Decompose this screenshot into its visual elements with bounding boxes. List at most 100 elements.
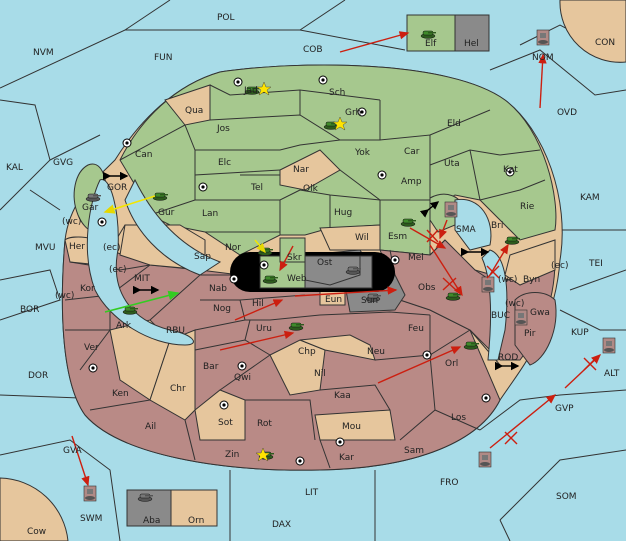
- svg-text:Eun: Eun: [325, 295, 342, 305]
- svg-text:Nar: Nar: [293, 165, 309, 175]
- svg-text:Sot: Sot: [218, 418, 233, 428]
- svg-text:Ost: Ost: [317, 258, 333, 268]
- label-kup: KUP: [571, 328, 589, 338]
- svg-text:Gar: Gar: [82, 203, 98, 213]
- label-gva: GVA: [63, 446, 83, 456]
- svg-text:Elc: Elc: [218, 158, 231, 168]
- label-rbu: RBU: [166, 326, 185, 336]
- svg-text:Nog: Nog: [213, 304, 231, 314]
- province-labels: Elf Hel Jad Sch Qua Grh Jos Eld Can Yok …: [69, 39, 550, 526]
- inlet-west: [124, 178, 222, 276]
- label-swm: SWM: [80, 514, 102, 524]
- label-dor: DOR: [28, 371, 48, 381]
- svg-text:Orl: Orl: [445, 359, 458, 369]
- svg-text:Ver: Ver: [84, 343, 99, 353]
- svg-text:Grh: Grh: [345, 108, 361, 118]
- svg-text:Kaa: Kaa: [334, 391, 351, 401]
- svg-text:Skr: Skr: [287, 253, 302, 263]
- svg-text:(wc): (wc): [55, 291, 74, 301]
- label-mit: MIT: [134, 274, 150, 284]
- svg-text:Gur: Gur: [158, 208, 175, 218]
- label-mvu: MVU: [35, 243, 56, 253]
- units: [83, 29, 616, 502]
- svg-text:Los: Los: [451, 413, 466, 423]
- svg-text:Uta: Uta: [444, 159, 460, 169]
- svg-text:Kat: Kat: [503, 165, 518, 175]
- svg-text:Neu: Neu: [367, 347, 385, 357]
- label-tei: TEI: [588, 259, 603, 269]
- svg-text:Mou: Mou: [342, 422, 361, 432]
- svg-text:Kar: Kar: [339, 453, 354, 463]
- svg-text:Feu: Feu: [408, 324, 424, 334]
- label-dax: DAX: [272, 520, 291, 530]
- svg-text:Olk: Olk: [303, 184, 319, 194]
- svg-text:(ec): (ec): [551, 261, 569, 271]
- svg-text:Orn: Orn: [188, 516, 204, 526]
- svg-text:Sap: Sap: [194, 252, 211, 262]
- orders: [71, 31, 602, 487]
- label-gor: GOR: [107, 183, 127, 193]
- svg-text:Sch: Sch: [329, 88, 345, 98]
- svg-text:Hil: Hil: [252, 299, 264, 309]
- hel-box[interactable]: [454, 14, 490, 52]
- corner-land-cow: [0, 477, 69, 541]
- svg-text:(wc): (wc): [505, 299, 524, 309]
- coast-tags: (wc) (ec) (ec) (wc) (wc) (ec) (wc): [55, 217, 569, 309]
- svg-text:Hel: Hel: [464, 39, 479, 49]
- order-yellow-2: [254, 239, 266, 254]
- label-som: SOM: [556, 492, 577, 502]
- svg-text:Ark: Ark: [116, 321, 132, 331]
- svg-text:Tel: Tel: [250, 183, 263, 193]
- svg-text:Amp: Amp: [401, 177, 422, 187]
- label-gvg: GVG: [53, 158, 73, 168]
- label-fun: FUN: [154, 53, 173, 63]
- svg-text:Nor: Nor: [225, 243, 241, 253]
- svg-text:Bar: Bar: [203, 362, 219, 372]
- svg-text:Obs: Obs: [418, 283, 436, 293]
- label-alt: ALT: [604, 369, 620, 379]
- label-fro: FRO: [440, 478, 459, 488]
- order-yellow: [103, 195, 156, 214]
- svg-text:Eld: Eld: [447, 119, 461, 129]
- label-lit: LIT: [305, 488, 319, 498]
- orn-box[interactable]: [170, 489, 218, 527]
- label-nvm: NVM: [33, 48, 54, 58]
- label-kal: KAL: [6, 163, 23, 173]
- svg-text:Kor: Kor: [80, 284, 95, 294]
- svg-text:(wc): (wc): [62, 217, 81, 227]
- svg-text:Nil: Nil: [314, 369, 326, 379]
- svg-text:Can: Can: [135, 150, 153, 160]
- svg-text:(wc): (wc): [498, 275, 517, 285]
- svg-text:Jos: Jos: [216, 124, 230, 134]
- svg-text:(ec): (ec): [103, 243, 121, 253]
- svg-text:Sam: Sam: [404, 446, 424, 456]
- label-rod: ROD: [498, 353, 518, 363]
- svg-text:Chp: Chp: [298, 347, 316, 357]
- sea-labels: POL NVM FUN COB NOM OVD CON KAL GVG GOR …: [6, 13, 620, 537]
- svg-text:Nab: Nab: [209, 284, 227, 294]
- label-kam: KAM: [580, 193, 600, 203]
- label-ovd: OVD: [557, 108, 577, 118]
- svg-text:Wil: Wil: [355, 233, 369, 243]
- svg-text:(ec): (ec): [109, 265, 127, 275]
- region-north[interactable]: [119, 64, 557, 256]
- svg-text:Aba: Aba: [143, 516, 160, 526]
- connectors: [103, 171, 520, 371]
- svg-text:Rie: Rie: [520, 202, 535, 212]
- svg-text:Sun: Sun: [361, 296, 378, 306]
- label-pol: POL: [217, 13, 235, 23]
- svg-text:Byn: Byn: [523, 275, 540, 285]
- corner-land-con: [559, 0, 626, 63]
- svg-text:Ail: Ail: [145, 422, 156, 432]
- svg-text:Jad: Jad: [243, 86, 258, 96]
- svg-text:Yok: Yok: [354, 148, 371, 158]
- svg-text:Gwa: Gwa: [530, 308, 550, 318]
- label-con: CON: [595, 38, 615, 48]
- label-bor: BOR: [20, 305, 39, 315]
- label-cob: COB: [303, 45, 323, 55]
- svg-text:Esm: Esm: [388, 232, 407, 242]
- svg-text:Elf: Elf: [425, 39, 437, 49]
- svg-text:Lan: Lan: [202, 209, 218, 219]
